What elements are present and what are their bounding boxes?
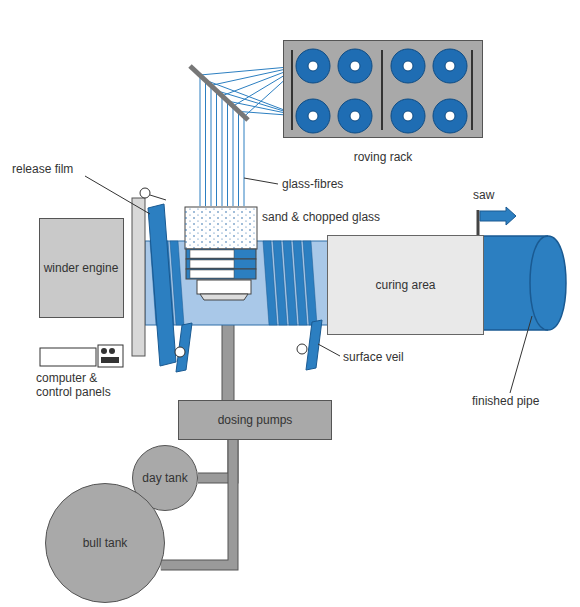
node-text: day tank (142, 471, 187, 485)
leader-lines (85, 176, 532, 393)
node-text: bull tank (83, 536, 128, 550)
hopper (185, 207, 257, 300)
roving-rack: roving rack (283, 40, 483, 164)
curing-area-box: curing area (327, 235, 484, 335)
chopper-roll (175, 323, 192, 372)
rack-bobbins (283, 40, 483, 138)
node-text: curing area (375, 278, 435, 292)
part-label: sand & chopped glass (262, 210, 380, 224)
release-film-roll (140, 188, 176, 366)
bull-tank-circle: bull tank (45, 483, 165, 603)
node-text: roving rack (354, 150, 413, 164)
control-panel (40, 345, 123, 367)
finished-pipe-body (480, 236, 566, 330)
node-text: winder engine (44, 261, 119, 275)
surface-veil-roll (297, 320, 322, 370)
fibre-guide (190, 66, 248, 120)
back-plate (132, 198, 145, 356)
part-label: release film (12, 162, 73, 176)
part-label: glass-fibres (282, 177, 343, 191)
roving-bobbins (292, 49, 472, 133)
part-label: surface veil (343, 350, 404, 364)
part-label: computer & control panels (36, 371, 136, 399)
part-label: finished pipe (472, 394, 539, 408)
winder-engine-box: winder engine (39, 218, 124, 318)
part-label: saw (473, 188, 494, 202)
dosing-pumps-box: dosing pumps (178, 400, 332, 440)
winding-bands (150, 241, 317, 325)
node-text: dosing pumps (218, 413, 293, 427)
